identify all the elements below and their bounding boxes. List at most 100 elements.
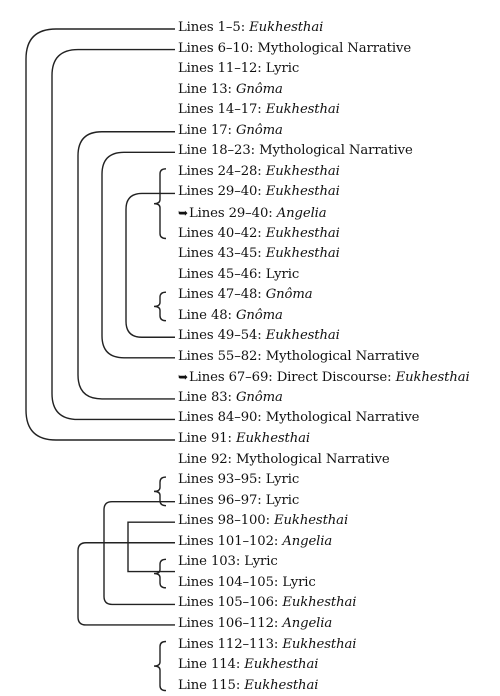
line-range-label: Lines 43–45: bbox=[178, 246, 262, 262]
line-range-label: Line 114: bbox=[178, 657, 241, 673]
connector-101-112 bbox=[77, 542, 175, 626]
entry-row: Lines 11–12: Lyric bbox=[178, 59, 299, 79]
line-range-label: Line 17: bbox=[178, 122, 232, 138]
line-range-label: Line 48: bbox=[178, 307, 232, 323]
genre-label: Mythological Narrative bbox=[265, 410, 420, 426]
line-range-label: Lines 105–106: bbox=[178, 595, 279, 611]
entry-row: Line 17: Gnôma bbox=[178, 121, 283, 141]
genre-label: Mythological Narrative bbox=[265, 348, 420, 364]
entry-row: Lines 6–10: Mythological Narrative bbox=[178, 39, 411, 59]
genre-label: Lyric bbox=[265, 472, 300, 488]
line-range-label: Line 18–23: bbox=[178, 143, 255, 159]
genre-label: Angelia bbox=[282, 533, 333, 549]
genre-label-secondary: Eukhesthai bbox=[395, 370, 470, 386]
entry-row: Lines 49–54: Eukhesthai bbox=[178, 326, 340, 346]
ring-arc-5 bbox=[125, 192, 175, 338]
genre-label: Direct Discourse: bbox=[276, 370, 392, 386]
line-range-label: Lines 112–113: bbox=[178, 636, 279, 652]
genre-label: Lyric bbox=[244, 554, 278, 570]
entry-row: Lines 40–42: Eukhesthai bbox=[178, 224, 340, 244]
entry-row: Lines 112–113: Eukhesthai bbox=[178, 635, 356, 655]
genre-label: Eukhesthai bbox=[265, 225, 340, 241]
brace-47-48 bbox=[153, 291, 167, 322]
entry-row: Lines 106–112: Angelia bbox=[178, 614, 332, 634]
entry-row: Line 13: Gnôma bbox=[178, 80, 283, 100]
brace-93-97 bbox=[153, 476, 167, 507]
genre-label: Eukhesthai bbox=[265, 184, 340, 200]
entry-row: Lines 47–48: Gnôma bbox=[178, 285, 313, 305]
entry-row: Line 114: Eukhesthai bbox=[178, 655, 318, 675]
ring-arc-outer bbox=[25, 28, 175, 441]
line-range-label: Lines 104–105: bbox=[178, 574, 279, 590]
line-range-label: Lines 1–5: bbox=[178, 20, 246, 35]
genre-label: Eukhesthai bbox=[249, 20, 324, 35]
connector-98-103 bbox=[127, 521, 175, 573]
line-range-label: Lines 24–28: bbox=[178, 163, 262, 179]
genre-label: Gnôma bbox=[235, 307, 283, 323]
entry-row: ➥Lines 29–40: Angelia bbox=[178, 203, 327, 223]
continuation-arrow-icon: ➥ bbox=[178, 370, 188, 385]
line-range-label: Line 103: bbox=[178, 554, 241, 570]
entry-row: Lines 101–102: Angelia bbox=[178, 532, 332, 552]
genre-label: Lyric bbox=[265, 492, 300, 508]
genre-label: Lyric bbox=[265, 266, 300, 282]
line-range-label: Lines 98–100: bbox=[178, 513, 270, 529]
line-range-label: Lines 6–10: bbox=[178, 40, 254, 56]
entry-row: Line 115: Eukhesthai bbox=[178, 676, 318, 696]
genre-label: Gnôma bbox=[235, 81, 283, 97]
brace-112-115 bbox=[153, 640, 167, 692]
entry-row: Lines 96–97: Lyric bbox=[178, 491, 299, 511]
genre-label: Eukhesthai bbox=[282, 595, 357, 611]
genre-label: Mythological Narrative bbox=[259, 143, 413, 159]
line-range-label: Lines 29–40: bbox=[188, 205, 273, 221]
genre-label: Mythological Narrative bbox=[257, 40, 412, 56]
line-range-label: Lines 55–82: bbox=[178, 348, 262, 364]
entry-row: Lines 14–17: Eukhesthai bbox=[178, 100, 340, 120]
line-range-label: Lines 67–69: bbox=[188, 370, 273, 386]
entry-row: Line 48: Gnôma bbox=[178, 306, 283, 326]
line-range-label: Lines 29–40: bbox=[178, 184, 262, 200]
entry-row: Lines 98–100: Eukhesthai bbox=[178, 511, 348, 531]
line-range-label: Lines 106–112: bbox=[178, 615, 279, 631]
entry-row: Lines 1–5: Eukhesthai bbox=[178, 18, 323, 38]
entry-row: Line 83: Gnôma bbox=[178, 388, 283, 408]
genre-label: Eukhesthai bbox=[265, 163, 340, 179]
line-range-label: Line 115: bbox=[178, 677, 241, 693]
genre-label: Eukhesthai bbox=[282, 636, 357, 652]
genre-label: Eukhesthai bbox=[244, 657, 319, 673]
genre-label: Eukhesthai bbox=[235, 431, 311, 446]
genre-label: Lyric bbox=[265, 61, 300, 77]
brace-103-105 bbox=[153, 558, 167, 589]
entry-row: Line 18–23: Mythological Narrative bbox=[178, 141, 413, 161]
entry-row: Lines 29–40: Eukhesthai bbox=[178, 182, 340, 202]
entry-row: ➥Lines 67–69: Direct Discourse: Eukhesth… bbox=[178, 367, 470, 387]
entry-row: Lines 84–90: Mythological Narrative bbox=[178, 408, 419, 428]
genre-label: Eukhesthai bbox=[265, 328, 340, 344]
genre-label: Angelia bbox=[276, 205, 327, 221]
line-range-label: Line 92: bbox=[178, 451, 232, 467]
entry-row: Lines 24–28: Eukhesthai bbox=[178, 162, 340, 182]
line-range-label: Line 91: bbox=[178, 431, 232, 446]
continuation-arrow-icon: ➥ bbox=[178, 205, 188, 220]
genre-label: Angelia bbox=[282, 615, 333, 631]
entry-row: Lines 105–106: Eukhesthai bbox=[178, 593, 356, 613]
line-range-label: Lines 93–95: bbox=[178, 472, 262, 488]
genre-label: Eukhesthai bbox=[265, 102, 340, 118]
entry-row: Lines 45–46: Lyric bbox=[178, 265, 299, 285]
line-range-label: Lines 96–97: bbox=[178, 492, 262, 508]
line-range-label: Lines 40–42: bbox=[178, 225, 262, 241]
genre-label: Lyric bbox=[282, 574, 316, 590]
entry-row: Line 92: Mythological Narrative bbox=[178, 450, 390, 470]
entry-row: Lines 104–105: Lyric bbox=[178, 573, 316, 593]
genre-label: Mythological Narrative bbox=[235, 451, 390, 467]
entry-row: Line 91: Eukhesthai bbox=[178, 429, 310, 449]
ring-arc-2 bbox=[51, 48, 175, 421]
line-range-label: Line 13: bbox=[178, 81, 232, 97]
line-range-label: Lines 101–102: bbox=[178, 533, 279, 549]
genre-label: Gnôma bbox=[235, 389, 283, 405]
ring-arc-4 bbox=[101, 151, 175, 359]
line-range-label: Lines 84–90: bbox=[178, 410, 262, 426]
genre-label: Gnôma bbox=[265, 287, 313, 303]
line-range-label: Lines 11–12: bbox=[178, 61, 262, 77]
